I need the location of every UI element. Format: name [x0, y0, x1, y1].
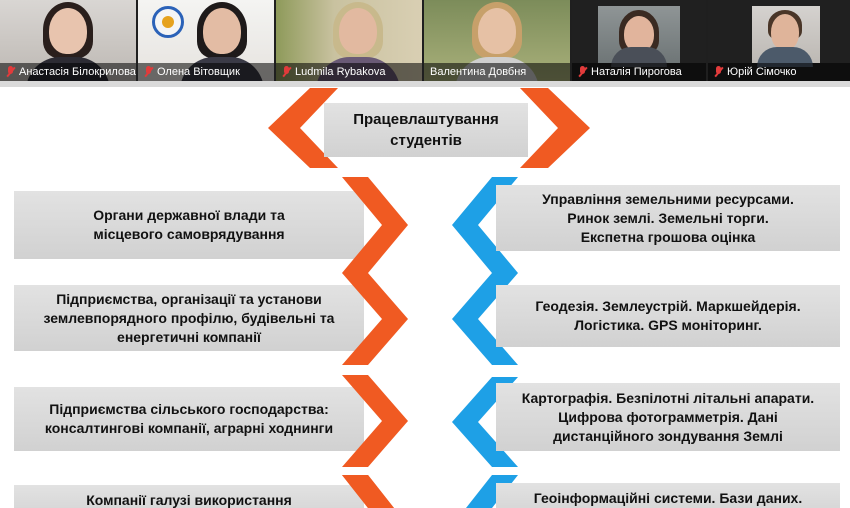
left-box-3: Підприємства сільського господарства:кон… [14, 387, 364, 451]
participant-tile-3[interactable]: Ludmila Rybakova [276, 0, 422, 81]
participant-tile-5[interactable]: Наталія Пирогова [572, 0, 706, 81]
participant-name: Ludmila Rybakova [295, 66, 386, 78]
orange-chevron-right-icon [342, 375, 408, 467]
mic-muted-icon [578, 66, 587, 78]
right-box-2: Геодезія. Землеустрій. Маркшейдерія.Логі… [496, 285, 840, 347]
strip-separator [0, 81, 850, 87]
participant-tile-6[interactable]: Юрій Сімочко [708, 0, 850, 81]
participant-name: Олена Вітовщик [157, 66, 240, 78]
title-left-orange-chevron-icon [268, 88, 590, 168]
blue-chevron-left-icon [452, 377, 518, 467]
mic-muted-icon [282, 66, 291, 78]
university-logo-icon [152, 6, 184, 38]
participant-name: Юрій Сімочко [727, 66, 797, 78]
participant-tile-2[interactable]: Олена Вітовщик [138, 0, 274, 81]
blue-chevron-left-icon [452, 273, 518, 365]
mic-muted-icon [144, 66, 153, 78]
orange-chevron-right-icon [342, 475, 394, 508]
right-box-3: Картографія. Безпілотні літальні апарати… [496, 383, 840, 451]
participant-strip: Анастасія Білокрилова Олена Вітовщик Lud… [0, 0, 850, 84]
blue-chevron-left-icon [452, 177, 518, 273]
participant-name: Анастасія Білокрилова [19, 66, 136, 78]
mic-muted-icon [6, 66, 15, 78]
mic-muted-icon [714, 66, 723, 78]
orange-chevron-right-icon [342, 273, 408, 365]
participant-name: Валентина Довбня [430, 66, 527, 78]
left-box-4: Компанії галузі використання [14, 485, 364, 508]
participant-tile-1[interactable]: Анастасія Білокрилова [0, 0, 136, 81]
participant-tile-4-active-speaker[interactable]: Валентина Довбня [424, 0, 570, 81]
right-box-4: Геоінформаційні системи. Бази даних. [496, 483, 840, 508]
right-box-1: Управління земельними ресурсами.Ринок зе… [496, 185, 840, 251]
orange-chevron-right-icon [342, 177, 408, 273]
participant-name: Наталія Пирогова [591, 66, 682, 78]
